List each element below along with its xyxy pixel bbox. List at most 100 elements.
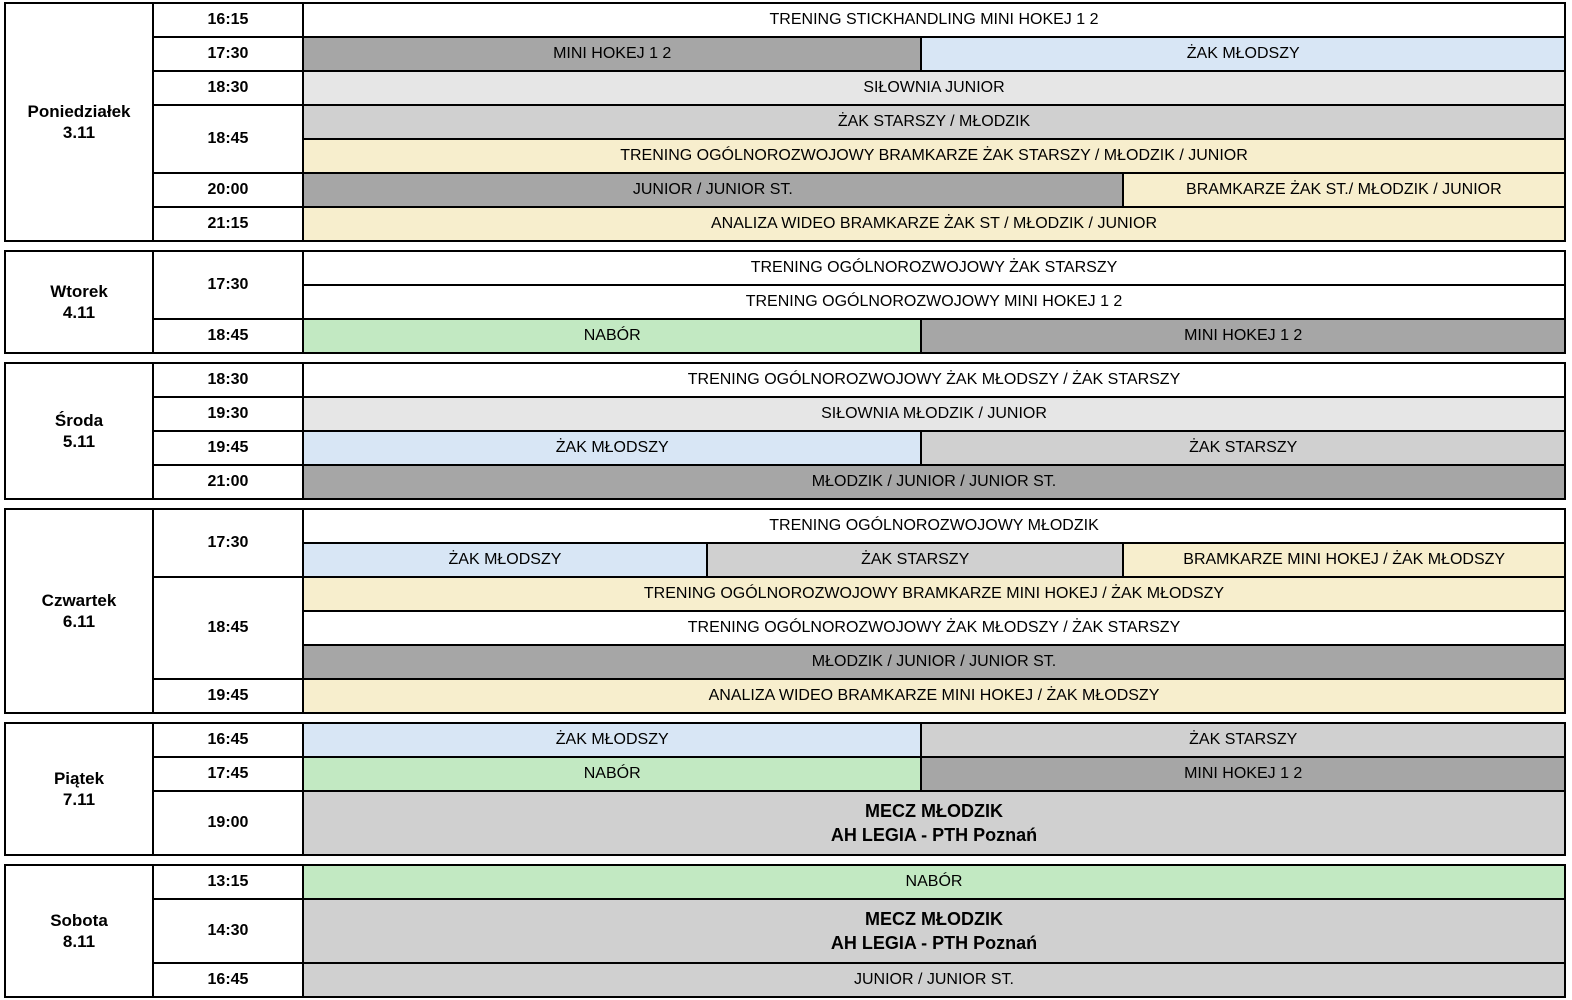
slot-lines: SIŁOWNIA JUNIOR (304, 72, 1564, 104)
activity-cell-mini-hokej-1-2: MINI HOKEJ 1 2 (920, 320, 1564, 352)
slot-lines: JUNIOR / JUNIOR ST. (304, 964, 1564, 996)
activity-title: MECZ MŁODZIK (865, 800, 1003, 821)
slot-time: 21:00 (154, 466, 304, 498)
activity-cell-trening-stickhandling-mini-hokej-1-2: TRENING STICKHANDLING MINI HOKEJ 1 2 (304, 4, 1564, 36)
day-label-poniedzialek: Poniedziałek 3.11 (6, 4, 154, 240)
activity-cell-trening-ogolnorozwojowy-zak-mlodszy-zak-: TRENING OGÓLNOROZWOJOWY ŻAK MŁODSZY / ŻA… (304, 612, 1564, 644)
activity-cell-trening-ogolnorozwojowy-bramkarze-mini-h: TRENING OGÓLNOROZWOJOWY BRAMKARZE MINI H… (304, 578, 1564, 610)
activity-cell-trening-ogolnorozwojowy-bramkarze-zak-st: TRENING OGÓLNOROZWOJOWY BRAMKARZE ŻAK ST… (304, 140, 1564, 172)
activity-cell-zak-mlodszy: ŻAK MŁODSZY (304, 432, 921, 464)
activity-cell-nabor: NABÓR (304, 320, 921, 352)
activity-title: MECZ MŁODZIK (865, 908, 1003, 929)
activity-cell-trening-ogolnorozwojowy-zak-starszy: TRENING OGÓLNOROZWOJOWY ŻAK STARSZY (304, 252, 1564, 284)
slot-time: 19:00 (154, 792, 304, 854)
slot-time: 16:45 (154, 724, 304, 756)
slot-time: 16:15 (154, 4, 304, 36)
activity-cell-zak-mlodszy: ŻAK MŁODSZY (920, 38, 1564, 70)
slot-time: 18:30 (154, 72, 304, 104)
activity-cell-bramkarze-zak-st-mlodzik-junior: BRAMKARZE ŻAK ST./ MŁODZIK / JUNIOR (1121, 174, 1564, 206)
day-date-text: 7.11 (62, 790, 96, 809)
slot-line: TRENING OGÓLNOROZWOJOWY ŻAK MŁODSZY / ŻA… (304, 364, 1564, 396)
slot-line: TRENING OGÓLNOROZWOJOWY BRAMKARZE ŻAK ST… (304, 140, 1564, 172)
activity-cell-junior-junior-st: JUNIOR / JUNIOR ST. (304, 964, 1564, 996)
day-name-text: Środa (54, 410, 104, 430)
day-date-text: 5.11 (62, 432, 96, 451)
day-name-text: Czwartek (41, 590, 117, 610)
day-label-sobota: Sobota 8.11 (6, 866, 154, 996)
activity-cell-zak-starszy: ŻAK STARSZY (705, 544, 1123, 576)
slot-time: 13:15 (154, 866, 304, 898)
slot-line: SIŁOWNIA JUNIOR (304, 72, 1564, 104)
slot-line: TRENING OGÓLNOROZWOJOWY MŁODZIK (304, 510, 1564, 544)
slot-time: 19:45 (154, 432, 304, 464)
day-date-text: 3.11 (62, 123, 96, 142)
slot-time: 18:45 (154, 578, 304, 678)
slot-time: 18:45 (154, 320, 304, 352)
activity-cell-zak-mlodszy: ŻAK MŁODSZY (304, 544, 706, 576)
slot-line: TRENING STICKHANDLING MINI HOKEJ 1 2 (304, 4, 1564, 36)
slot-time: 18:30 (154, 364, 304, 396)
slot-time: 16:45 (154, 964, 304, 996)
slot-lines: JUNIOR / JUNIOR ST.BRAMKARZE ŻAK ST./ MŁ… (304, 174, 1564, 206)
activity-subtitle: AH LEGIA - PTH Poznań (830, 825, 1038, 845)
slot-time: 19:30 (154, 398, 304, 430)
slot-line: SIŁOWNIA MŁODZIK / JUNIOR (304, 398, 1564, 430)
activity-cell-trening-ogolnorozwojowy-zak-mlodszy-zak-: TRENING OGÓLNOROZWOJOWY ŻAK MŁODSZY / ŻA… (304, 364, 1564, 396)
slot-line: JUNIOR / JUNIOR ST. (304, 964, 1564, 996)
day-date-text: 4.11 (62, 303, 96, 322)
day-name-text: Poniedziałek (27, 101, 131, 121)
slot-line: ANALIZA WIDEO BRAMKARZE ŻAK ST / MŁODZIK… (304, 208, 1564, 240)
activity-cell-mecz-mlodzik: MECZ MŁODZIK AH LEGIA - PTH Poznań (304, 792, 1564, 854)
slot-line: TRENING OGÓLNOROZWOJOWY BRAMKARZE MINI H… (304, 578, 1564, 612)
activity-cell-zak-mlodszy: ŻAK MŁODSZY (304, 724, 921, 756)
activity-cell-junior-junior-st: JUNIOR / JUNIOR ST. (304, 174, 1122, 206)
activity-cell-nabor: NABÓR (304, 866, 1564, 898)
slot-time: 17:45 (154, 758, 304, 790)
day-label-wtorek: Wtorek 4.11 (6, 252, 154, 352)
slot-line: TRENING OGÓLNOROZWOJOWY ŻAK MŁODSZY / ŻA… (304, 612, 1564, 646)
day-name-text: Wtorek (50, 281, 108, 301)
day-date-text: 8.11 (62, 932, 96, 951)
slot-lines: TRENING OGÓLNOROZWOJOWY BRAMKARZE MINI H… (304, 578, 1564, 678)
activity-cell-mini-hokej-1-2: MINI HOKEJ 1 2 (304, 38, 921, 70)
day-name-text: Sobota (50, 910, 108, 930)
activity-cell-analiza-wideo-bramkarze-zak-st-mlodzik-j: ANALIZA WIDEO BRAMKARZE ŻAK ST / MŁODZIK… (304, 208, 1564, 240)
slot-line: ŻAK STARSZY / MŁODZIK (304, 106, 1564, 140)
activity-cell-analiza-wideo-bramkarze-mini-hokej-zak-m: ANALIZA WIDEO BRAMKARZE MINI HOKEJ / ŻAK… (304, 680, 1564, 712)
slot-line: MŁODZIK / JUNIOR / JUNIOR ST. (304, 646, 1564, 678)
slot-lines: SIŁOWNIA MŁODZIK / JUNIOR (304, 398, 1564, 430)
activity-cell-trening-ogolnorozwojowy-mlodzik: TRENING OGÓLNOROZWOJOWY MŁODZIK (304, 510, 1564, 542)
